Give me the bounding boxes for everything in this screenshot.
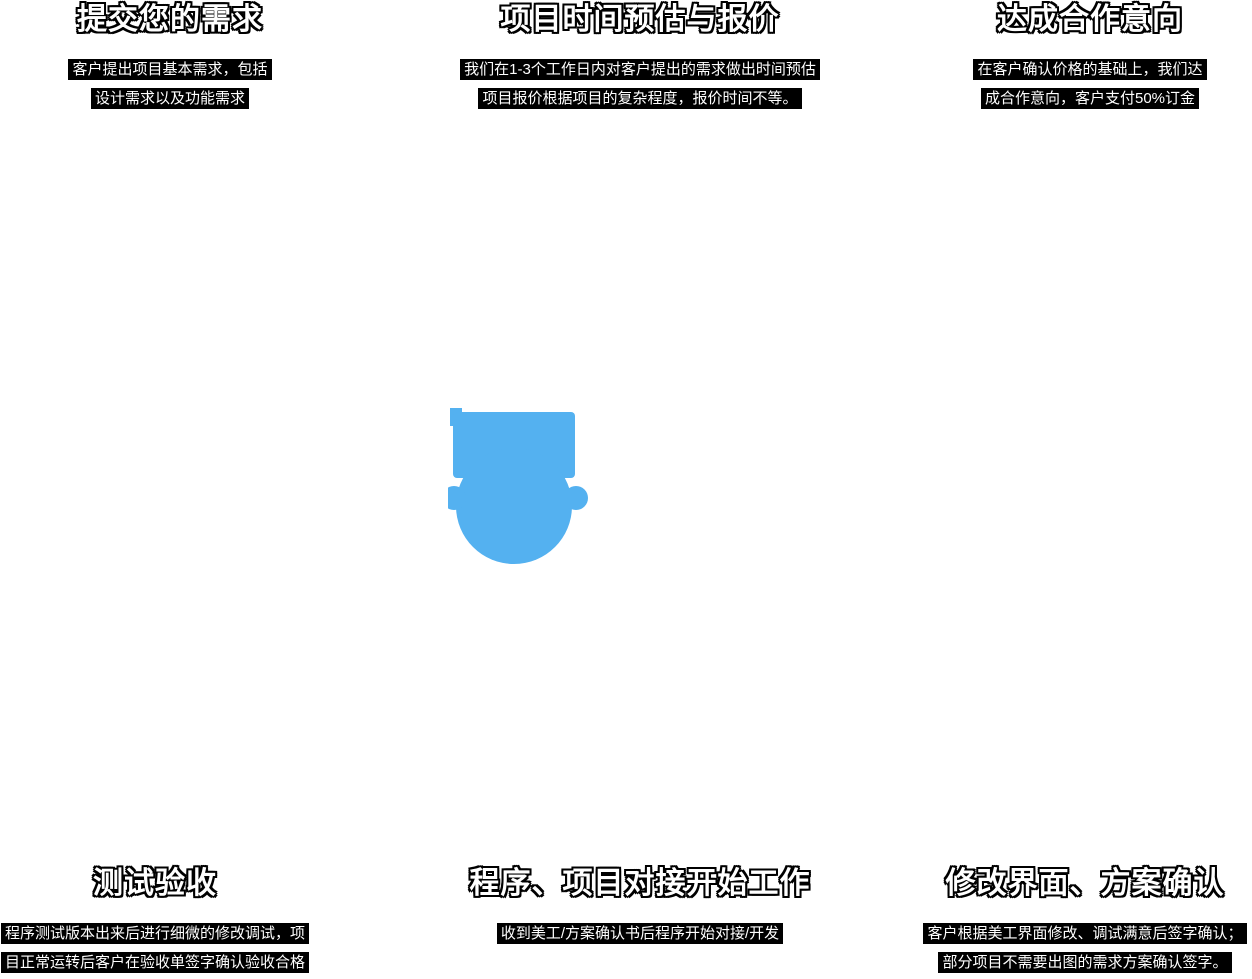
step-desc-line: 客户根据美工界面修改、调试满意后签字确认； <box>923 923 1247 944</box>
step-desc-line: 客户提出项目基本需求，包括 <box>68 59 272 80</box>
step-description: 程序测试版本出来后进行细微的修改调试，项 目正常运转后客户在验收单签字确认验收合… <box>0 923 335 979</box>
step-desc-line: 我们在1-3个工作日内对客户提出的需求做出时间预估 <box>460 59 820 80</box>
step-time-estimate-quote: 项目时间预估与报价 我们在1-3个工作日内对客户提出的需求做出时间预估 项目报价… <box>430 2 850 117</box>
step-description: 客户根据美工界面修改、调试满意后签字确认； 部分项目不需要出图的需求方案确认签字… <box>900 923 1252 979</box>
step-desc-line: 收到美工/方案确认书后程序开始对接/开发 <box>496 923 784 944</box>
idea-service-icon <box>442 408 588 564</box>
step-development-start: 程序、项目对接开始工作 收到美工/方案确认书后程序开始对接/开发 <box>430 866 850 952</box>
step-title: 测试验收 <box>93 867 217 900</box>
step-submit-requirements: 提交您的需求 客户提出项目基本需求，包括 设计需求以及功能需求 <box>0 2 360 117</box>
step-desc-line: 在客户确认价格的基础上，我们达 <box>973 59 1207 80</box>
step-cooperation-agreement: 达成合作意向 在客户确认价格的基础上，我们达 成合作意向，客户支付50%订金 <box>905 2 1252 117</box>
step-desc-line: 设计需求以及功能需求 <box>90 88 249 109</box>
step-description: 我们在1-3个工作日内对客户提出的需求做出时间预估 项目报价根据项目的复杂程度，… <box>430 59 850 117</box>
step-desc-line: 目正常运转后客户在验收单签字确认验收合格 <box>0 952 309 973</box>
step-description: 收到美工/方案确认书后程序开始对接/开发 <box>430 923 850 952</box>
step-desc-line: 程序测试版本出来后进行细微的修改调试，项 <box>0 923 309 944</box>
step-description: 客户提出项目基本需求，包括 设计需求以及功能需求 <box>0 59 360 117</box>
step-title: 程序、项目对接开始工作 <box>469 867 811 900</box>
step-title: 项目时间预估与报价 <box>500 3 780 36</box>
step-ui-revision-confirmation: 修改界面、方案确认 客户根据美工界面修改、调试满意后签字确认； 部分项目不需要出… <box>900 866 1252 979</box>
step-description: 在客户确认价格的基础上，我们达 成合作意向，客户支付50%订金 <box>905 59 1252 117</box>
step-testing-acceptance: 测试验收 程序测试版本出来后进行细微的修改调试，项 目正常运转后客户在验收单签字… <box>0 866 335 979</box>
step-title: 修改界面、方案确认 <box>945 867 1225 900</box>
step-desc-line: 项目报价根据项目的复杂程度，报价时间不等。 <box>478 88 802 109</box>
step-desc-line: 部分项目不需要出图的需求方案确认签字。 <box>938 952 1232 973</box>
step-title: 达成合作意向 <box>997 3 1183 36</box>
process-center-icon <box>442 406 588 566</box>
step-desc-line: 成合作意向，客户支付50%订金 <box>980 88 1200 109</box>
step-title: 提交您的需求 <box>77 3 263 36</box>
